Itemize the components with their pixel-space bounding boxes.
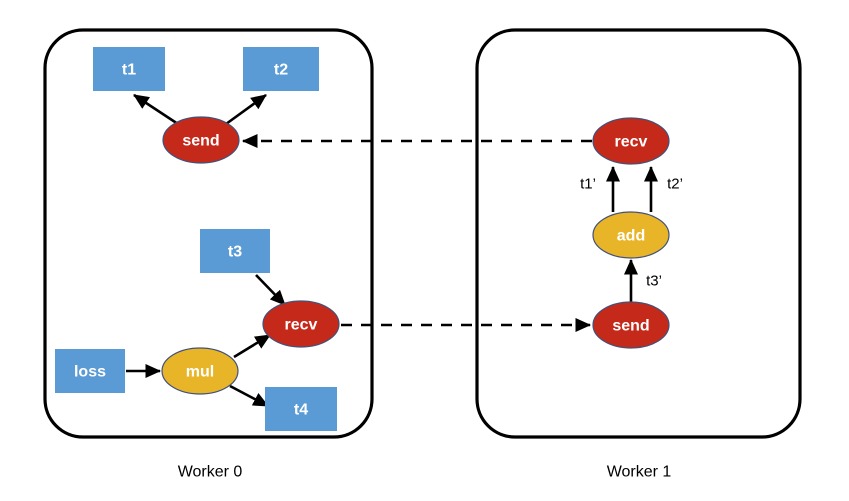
edge-w0_mul-to-w0_recv <box>233 333 271 359</box>
op-ellipse-shape-w0_mul <box>161 347 239 395</box>
node-label-w1_recv: recv <box>615 134 648 151</box>
node-label-w0_recv: recv <box>285 317 318 334</box>
node-w0_t2: t2 <box>243 47 319 91</box>
edges-group <box>126 93 659 408</box>
node-label-w0_t1: t1 <box>122 62 136 79</box>
node-w0_t4: t4 <box>265 387 337 431</box>
node-w1_recv: recv <box>592 117 670 165</box>
edge-w0_t3-to-w0_recv <box>255 274 286 306</box>
edge-w0_send-to-w0_t2 <box>225 93 267 126</box>
worker-panels-group <box>43 28 802 439</box>
edge-labels-group: t1’ t2’ t3’ <box>580 176 683 290</box>
node-label-w0_send: send <box>182 133 219 150</box>
node-w0_t1: t1 <box>93 47 165 91</box>
tensor-box-shape-w0_t2 <box>243 47 319 91</box>
node-label-w0_t3: t3 <box>228 244 242 261</box>
edge-w0_mul-to-w0_t4 <box>229 384 269 408</box>
edge-w0_send-to-w0_t1 <box>133 93 179 126</box>
op-ellipse-shape-w1_send <box>592 301 670 349</box>
op-ellipse-shape-w1_recv <box>592 117 670 165</box>
node-w0_t3: t3 <box>200 229 270 273</box>
edge-label-lbl_t1p: t1’ <box>580 176 596 193</box>
nodes-group: t1 t2 send t3 recv loss mul t4 recv add send <box>55 47 670 431</box>
tensor-box-shape-w0_t1 <box>93 47 165 91</box>
worker-captions-group: Worker 0 Worker 1 <box>178 464 672 481</box>
tensor-box-shape-w0_t3 <box>200 229 270 273</box>
node-w1_send: send <box>592 301 670 349</box>
op-ellipse-shape-w0_recv <box>262 300 340 348</box>
worker-caption-worker0: Worker 0 <box>178 464 243 481</box>
node-label-w0_mul: mul <box>186 364 214 381</box>
worker-caption-worker1: Worker 1 <box>607 464 672 481</box>
node-w1_add: add <box>592 211 670 259</box>
worker-panel-worker0 <box>43 28 374 439</box>
worker-panel-worker1 <box>475 28 802 439</box>
node-label-w0_loss: loss <box>74 364 106 381</box>
edge-label-lbl_t3p: t3’ <box>646 273 662 290</box>
tensor-box-shape-w0_loss <box>55 349 125 393</box>
node-w0_send: send <box>162 116 240 164</box>
node-label-w1_add: add <box>617 228 645 245</box>
node-w0_recv: recv <box>262 300 340 348</box>
op-ellipse-shape-w1_add <box>592 211 670 259</box>
node-label-w0_t2: t2 <box>274 62 288 79</box>
node-w0_loss: loss <box>55 349 125 393</box>
tensor-box-shape-w0_t4 <box>265 387 337 431</box>
node-w0_mul: mul <box>161 347 239 395</box>
node-label-w1_send: send <box>612 318 649 335</box>
node-label-w0_t4: t4 <box>294 402 308 419</box>
edge-label-lbl_t2p: t2’ <box>667 176 683 193</box>
op-ellipse-shape-w0_send <box>162 116 240 164</box>
